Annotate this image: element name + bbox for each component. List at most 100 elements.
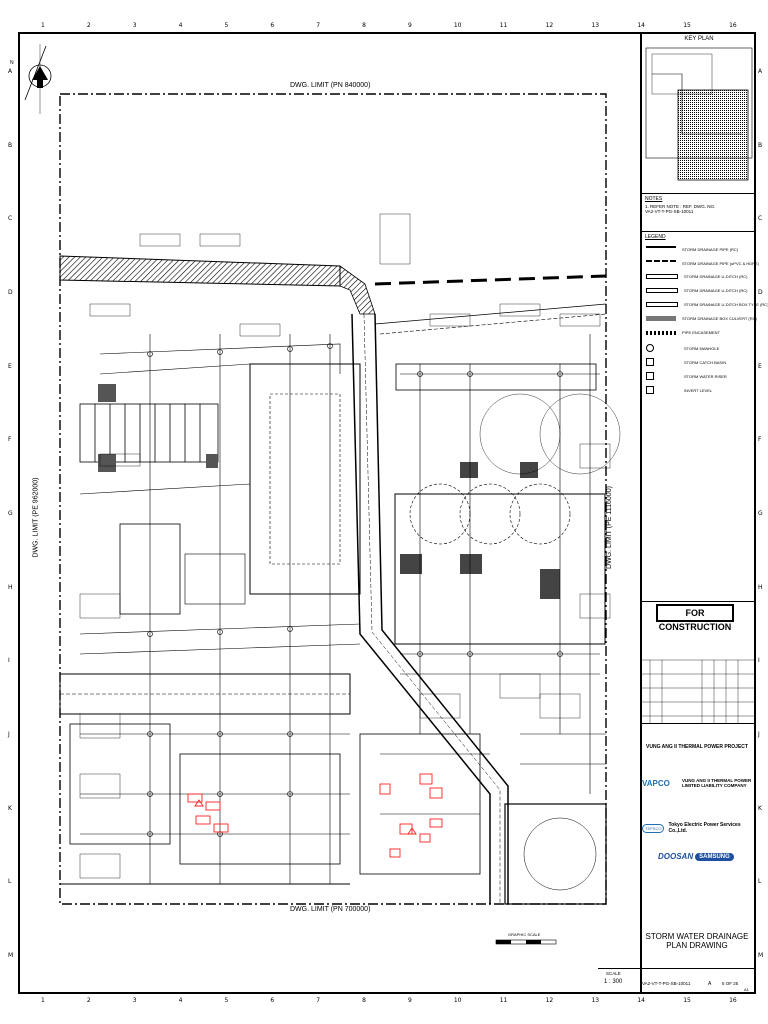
grid-row-label: H xyxy=(8,583,13,591)
legend-symbol-icon xyxy=(646,316,676,321)
grid-column-label: 14 xyxy=(637,22,645,29)
engineer-logo: TEPSCO xyxy=(642,823,665,833)
owner-name-line-1: VUNG ANG II THERMAL POWER xyxy=(682,778,752,783)
drawing-title-line-2: PLAN DRAWING xyxy=(666,941,728,950)
project-name: VUNG ANG II THERMAL POWER PROJECT xyxy=(646,744,748,750)
grid-row-label: J xyxy=(8,731,10,739)
legend-item: STORM DRAINAGE U-DITCH BOX TYPE (RC) xyxy=(646,302,768,307)
grid-column-label: 7 xyxy=(316,997,321,1004)
drawing-frame xyxy=(18,32,756,994)
legend-symbol-icon xyxy=(646,288,678,293)
grid-column-label: 6 xyxy=(270,22,275,29)
drawing-limit-bottom: DWG. LIMIT (PN 700000) xyxy=(290,906,371,913)
legend-item: STORM CATCH BASIN xyxy=(646,358,726,366)
legend-label-text: STORM DRAINAGE PIPE (uPVC & HDPE) xyxy=(682,260,759,266)
grid-column-label: 2 xyxy=(86,997,91,1004)
drawing-title-line-1: STORM WATER DRAINAGE xyxy=(645,932,749,941)
key-plan-section: KEY PLAN xyxy=(642,34,756,194)
grid-column-label: 6 xyxy=(270,997,275,1004)
grid-row-label: M xyxy=(8,952,14,960)
grid-column-label: 14 xyxy=(637,997,645,1004)
grid-column-label: 8 xyxy=(362,22,366,29)
grid-row-label: M xyxy=(758,952,764,960)
notes-line-1: 1. REFER NOTE : REF. DWG. NO. xyxy=(645,204,716,209)
grid-row-label: A xyxy=(758,67,763,75)
scale-value: 1 : 300 xyxy=(604,979,623,985)
grid-column-label: 15 xyxy=(683,22,691,29)
legend-label-text: STORM DRAINAGE U-DITCH (RC) xyxy=(684,274,748,279)
grid-column-label: 5 xyxy=(224,997,229,1004)
revision: A xyxy=(708,981,712,987)
grid-column-label: 9 xyxy=(407,22,412,29)
drawing-limit-left: DWG. LIMIT (PE 962000) xyxy=(32,477,40,558)
legend-label-text: STORM WATER RISER xyxy=(684,373,727,379)
legend-label: LEGEND xyxy=(645,234,666,240)
plan-drawing-area[interactable]: DWG. LIMIT (PN 840000) DWG. LIMIT (PN 70… xyxy=(20,34,640,992)
grid-row-label: G xyxy=(8,510,13,517)
legend-symbol-icon xyxy=(646,274,678,279)
grid-column-label: 16 xyxy=(729,997,737,1004)
legend-symbol-icon xyxy=(646,372,654,380)
drawing-title: STORM WATER DRAINAGE PLAN DRAWING xyxy=(640,932,754,950)
grid-row-label: L xyxy=(758,878,762,886)
grid-column-label: 4 xyxy=(178,22,183,29)
grid-row-label: D xyxy=(758,288,763,296)
grid-row-label: B xyxy=(758,141,763,149)
grid-row-label: J xyxy=(758,731,760,739)
legend-label-text: PIPE ENCASEMENT xyxy=(682,330,721,335)
grid-row-label: B xyxy=(8,141,13,149)
legend-label-text: STORM DRAINAGE U-DITCH BOX TYPE (RC) xyxy=(684,302,768,307)
legend-item: STORM MANHOLE xyxy=(646,344,719,352)
legend-symbol-icon xyxy=(646,302,678,307)
legend-symbol-icon xyxy=(646,330,676,335)
grid-column-label: 3 xyxy=(132,22,137,29)
grid-column-label: 11 xyxy=(499,997,508,1004)
grid-column-label: 9 xyxy=(407,997,412,1004)
contractor-row: DOOSAN SAMSUNG xyxy=(642,852,752,861)
info-strip: SCALE 1 : 300 VA2-VT-T-PG-SB-10011 A 5 O… xyxy=(598,968,754,993)
grid-column-label: 3 xyxy=(132,997,137,1004)
grid-column-label: 16 xyxy=(729,22,737,29)
legend-symbol-icon xyxy=(646,246,676,252)
legend-symbol-icon xyxy=(646,386,654,394)
grid-column-label: 10 xyxy=(453,997,462,1004)
title-block: KEY PLAN NOTES 1. REFER NOTE : REF. DWG.… xyxy=(640,34,768,992)
owner-row: VAPCO VUNG ANG II THERMAL POWER LIMITED … xyxy=(642,778,752,788)
legend-item: STORM DRAINAGE BOX CULVERT (RC) xyxy=(646,316,757,321)
revision-table xyxy=(642,644,756,724)
grid-column-label: 15 xyxy=(683,997,691,1004)
notes-label: NOTES xyxy=(645,196,663,202)
key-plan-map xyxy=(645,47,753,181)
legend-label-text: INVERT LEVEL xyxy=(684,387,713,393)
grid-row-label: C xyxy=(758,215,763,223)
grid-column-label: 12 xyxy=(545,22,554,29)
legend-symbol-icon xyxy=(646,358,654,366)
grid-row-label: D xyxy=(8,288,13,296)
sheet-number: 5 OF 25 xyxy=(722,981,739,986)
drawing-limit-top: DWG. LIMIT (PN 840000) xyxy=(290,82,371,89)
legend-item: STORM DRAINAGE U-DITCH (RC) xyxy=(646,288,747,293)
legend-item: STORM DRAINAGE U-DITCH (RC) xyxy=(646,274,747,279)
contractor-logo-1: DOOSAN xyxy=(658,852,694,861)
grid-column-label: 2 xyxy=(86,22,91,29)
grid-row-label: I xyxy=(8,657,10,665)
grid-column-label: 1 xyxy=(40,22,45,29)
drawing-number: VA2-VT-T-PG-SB-10011 xyxy=(642,981,691,986)
key-plan-label: KEY PLAN xyxy=(684,36,714,42)
grid-row-label: L xyxy=(8,878,12,886)
engineer-name: Tokyo Electric Power Services Co.,Ltd. xyxy=(668,822,741,834)
grid-row-label: E xyxy=(758,362,762,370)
legend-label-text: STORM DRAINAGE BOX CULVERT (RC) xyxy=(682,316,757,321)
grid-column-label: 10 xyxy=(453,22,462,29)
graphic-scale-label: GRAPHIC SCALE xyxy=(508,932,541,937)
for-construction-stamp: FOR CONSTRUCTION xyxy=(656,604,734,632)
grid-row-label: A xyxy=(8,67,13,75)
legend-label-text: STORM DRAINAGE PIPE (RC) xyxy=(682,246,739,252)
legend-item: STORM WATER RISER xyxy=(646,372,727,380)
owner-name-line-2: LIMITED LIABILITY COMPANY xyxy=(682,783,747,788)
grid-row-label: H xyxy=(758,583,763,591)
grid-column-label: 11 xyxy=(499,22,508,29)
grid-column-label: 7 xyxy=(316,22,321,29)
grid-column-label: 13 xyxy=(591,997,600,1004)
paper-size: A1 xyxy=(744,987,749,992)
